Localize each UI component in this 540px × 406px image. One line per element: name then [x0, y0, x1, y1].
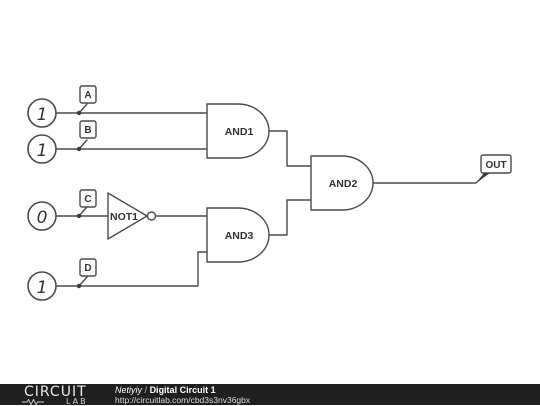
input-b-terminal: [76, 146, 82, 152]
label-c: C: [84, 194, 91, 205]
output-label: OUT: [485, 160, 506, 171]
and2-gate-body: [310, 155, 374, 211]
not1-gate-body: [107, 192, 148, 240]
and3-label: AND3: [225, 230, 254, 242]
and3-gate-body: [206, 207, 270, 263]
wire-and3-and2: [268, 199, 312, 236]
input-d-terminal: [76, 283, 82, 289]
and2-label: AND2: [329, 178, 358, 190]
input-d-value[interactable]: 1: [37, 278, 48, 298]
wire-d-and3: [56, 251, 208, 287]
input-c-value[interactable]: 0: [37, 208, 48, 228]
circuit-url[interactable]: http://circuitlab.com/cbd3s3nv36gbx: [115, 395, 251, 405]
input-b-circle: [27, 134, 57, 164]
logo-lab-text: LAB: [66, 397, 88, 406]
label-b: B: [84, 125, 91, 136]
input-c-terminal: [76, 213, 82, 219]
circuit-title[interactable]: Digital Circuit 1: [149, 385, 216, 395]
label-d-box: [79, 258, 97, 277]
not1-bubble: [146, 211, 157, 221]
author-link[interactable]: Netiyiy: [115, 385, 143, 395]
label-a: A: [84, 90, 91, 101]
not1-label: NOT1: [110, 211, 138, 223]
input-a-circle: [27, 98, 57, 128]
footer-bar: CIRCUIT LAB Netiyiy / Digital Circuit 1 …: [0, 384, 540, 406]
and1-label: AND1: [225, 126, 254, 138]
output-label-pointer: [476, 173, 490, 183]
resistor-icon: [22, 398, 44, 406]
breadcrumb: Netiyiy / Digital Circuit 1: [115, 385, 216, 395]
label-c-box: [79, 189, 97, 208]
label-b-box: [79, 120, 97, 139]
input-c-circle: [27, 201, 57, 231]
input-b-value[interactable]: 1: [37, 141, 48, 161]
label-a-box: [79, 85, 97, 104]
input-d-circle: [27, 271, 57, 301]
output-label-box: [480, 154, 512, 174]
input-a-value[interactable]: 1: [37, 105, 48, 125]
label-d: D: [84, 263, 91, 274]
input-a-terminal: [76, 110, 82, 116]
circuitlab-logo-sub: LAB: [22, 397, 88, 406]
and1-gate-body: [206, 103, 270, 159]
wire-and1-and2: [268, 130, 312, 167]
wire-and2-out: [372, 175, 485, 184]
circuitlab-logo[interactable]: CIRCUIT: [24, 384, 87, 400]
breadcrumb-separator: /: [144, 385, 148, 395]
